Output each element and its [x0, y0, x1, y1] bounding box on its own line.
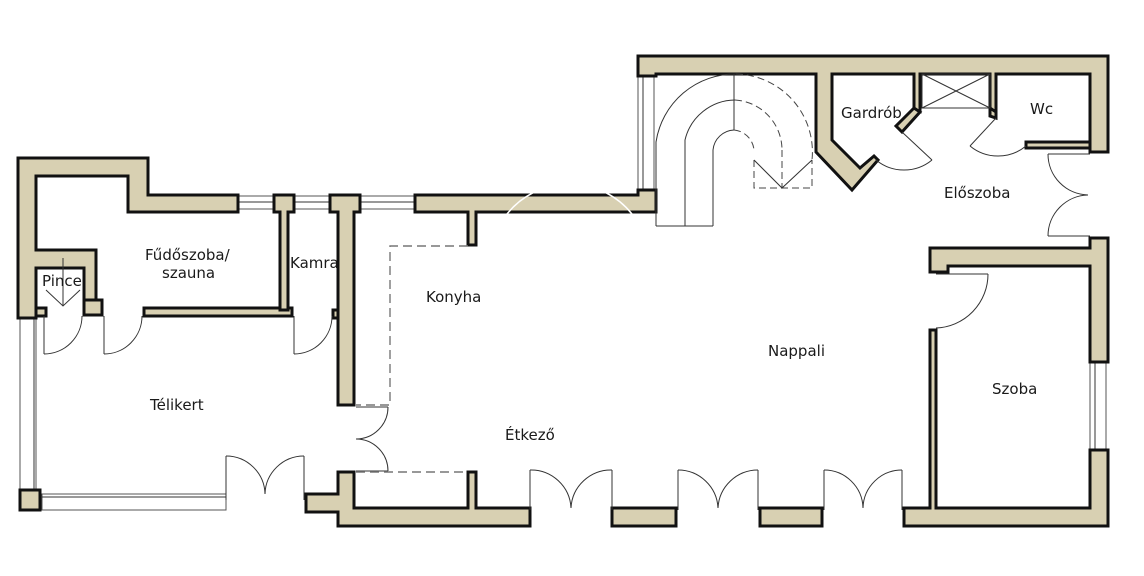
wall [902, 328, 1110, 528]
kitchen-counter [356, 245, 468, 473]
door [1047, 153, 1090, 237]
room-label-gardrob: Gardrób [841, 104, 902, 122]
door [529, 469, 613, 510]
door [293, 315, 333, 355]
wall [142, 306, 294, 318]
door [43, 315, 83, 355]
wall [636, 54, 1110, 193]
room-label-etkezo: Étkező [505, 425, 555, 444]
door [935, 273, 989, 329]
room-labels: Fűdőszoba/ szauna Kamra Pince Konyha Nap… [42, 100, 1053, 444]
wall [1024, 140, 1092, 150]
wall [928, 236, 1110, 364]
staircase [655, 73, 813, 227]
door [875, 131, 933, 171]
room-label-szoba: Szoba [992, 380, 1037, 398]
room-label-wc: Wc [1030, 100, 1053, 118]
wall [331, 308, 340, 320]
wall [328, 193, 362, 407]
door [103, 315, 143, 355]
wall [610, 506, 678, 528]
wall [304, 470, 532, 528]
window [41, 493, 227, 511]
wall [82, 298, 104, 317]
room-label-furdoszoba: Fűdőszoba/ [145, 246, 231, 264]
wall [16, 156, 240, 320]
room-label-nappali: Nappali [768, 342, 825, 360]
doors [43, 117, 1090, 510]
pince-stair-arrow [45, 258, 81, 307]
door [969, 117, 1027, 157]
door [225, 455, 305, 500]
wall [272, 193, 296, 312]
room-label-kamra: Kamra [290, 254, 339, 272]
window [637, 73, 655, 191]
wall [758, 506, 824, 528]
window [1089, 361, 1107, 451]
wall [34, 306, 48, 318]
wall [413, 188, 658, 247]
door [355, 406, 389, 472]
windows [19, 73, 1107, 511]
wall [18, 488, 42, 512]
room-label-konyha: Konyha [426, 288, 481, 306]
walls [16, 54, 1110, 528]
room-label-eloszoba: Előszoba [944, 184, 1010, 202]
overhead-arc [506, 183, 633, 215]
shaft [921, 73, 991, 109]
room-label-pince: Pince [42, 272, 82, 290]
room-label-telikert: Télikert [149, 396, 204, 414]
door [677, 469, 759, 510]
room-label-szauna: szauna [162, 264, 215, 282]
door [823, 469, 903, 510]
